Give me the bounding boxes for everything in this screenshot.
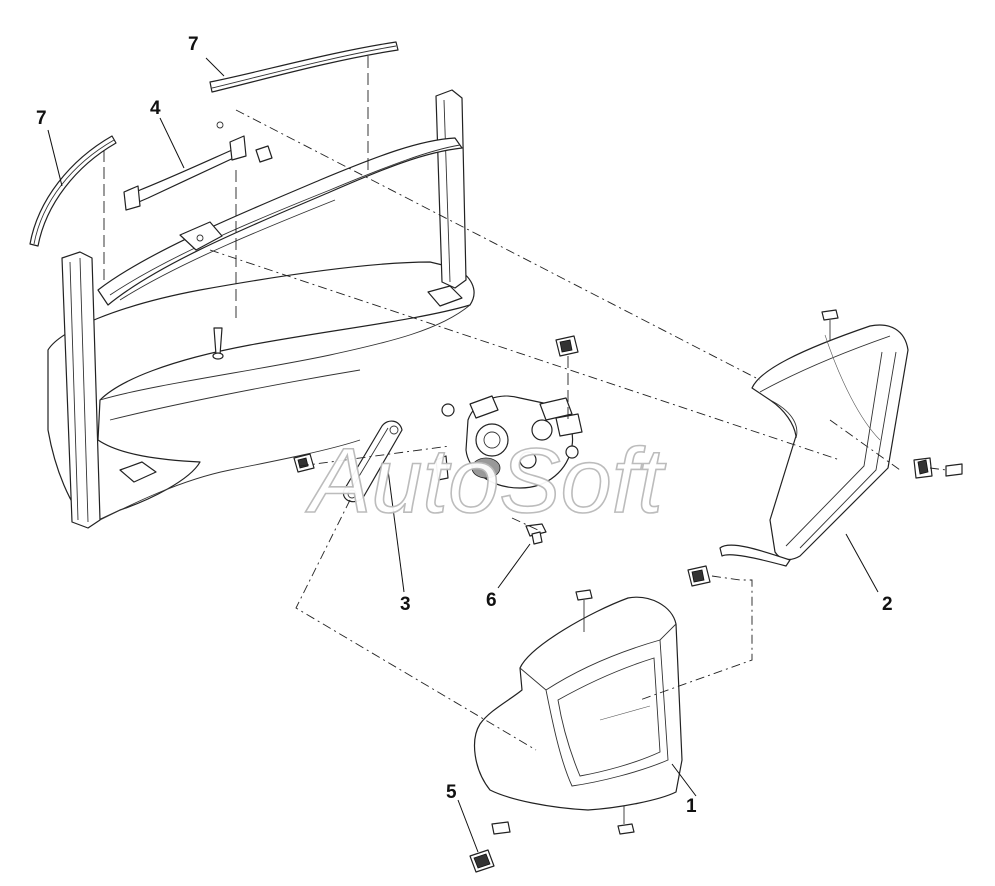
callout-3: 3	[400, 594, 411, 615]
callout-6: 6	[486, 590, 497, 611]
cab-body-frame	[47, 89, 475, 529]
part-7-seal-upper	[209, 41, 399, 93]
part-7-seal-left	[29, 135, 117, 247]
callout-2: 2	[882, 594, 893, 615]
callout-7-left: 7	[36, 108, 47, 129]
callout-1: 1	[686, 796, 697, 817]
lock-mechanism	[435, 335, 583, 489]
watermark-text: AutoSoft	[305, 430, 666, 532]
leader-lines	[47, 57, 879, 853]
part-4-handrail	[123, 121, 273, 360]
callout-5: 5	[446, 782, 457, 803]
assembly-lines	[103, 56, 947, 751]
callout-7-top: 7	[188, 34, 199, 55]
part-1-cover	[473, 565, 711, 835]
part-2-cover	[719, 309, 963, 567]
part-5-clip	[469, 821, 511, 873]
part-3-strap	[293, 420, 403, 503]
callout-4: 4	[150, 98, 161, 119]
